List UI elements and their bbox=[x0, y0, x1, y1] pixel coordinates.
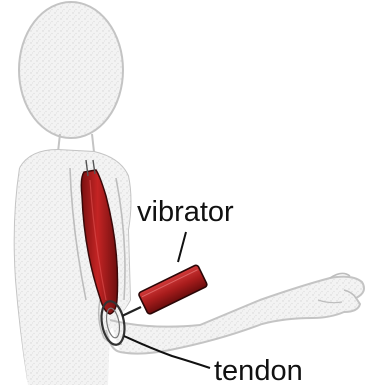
vibrator-device-icon bbox=[122, 264, 208, 316]
tendon-label: tendon bbox=[214, 357, 303, 386]
vibrator-leader-line bbox=[178, 232, 186, 262]
vibrator-label: vibrator bbox=[137, 198, 234, 227]
person-outline-icon bbox=[15, 2, 364, 385]
